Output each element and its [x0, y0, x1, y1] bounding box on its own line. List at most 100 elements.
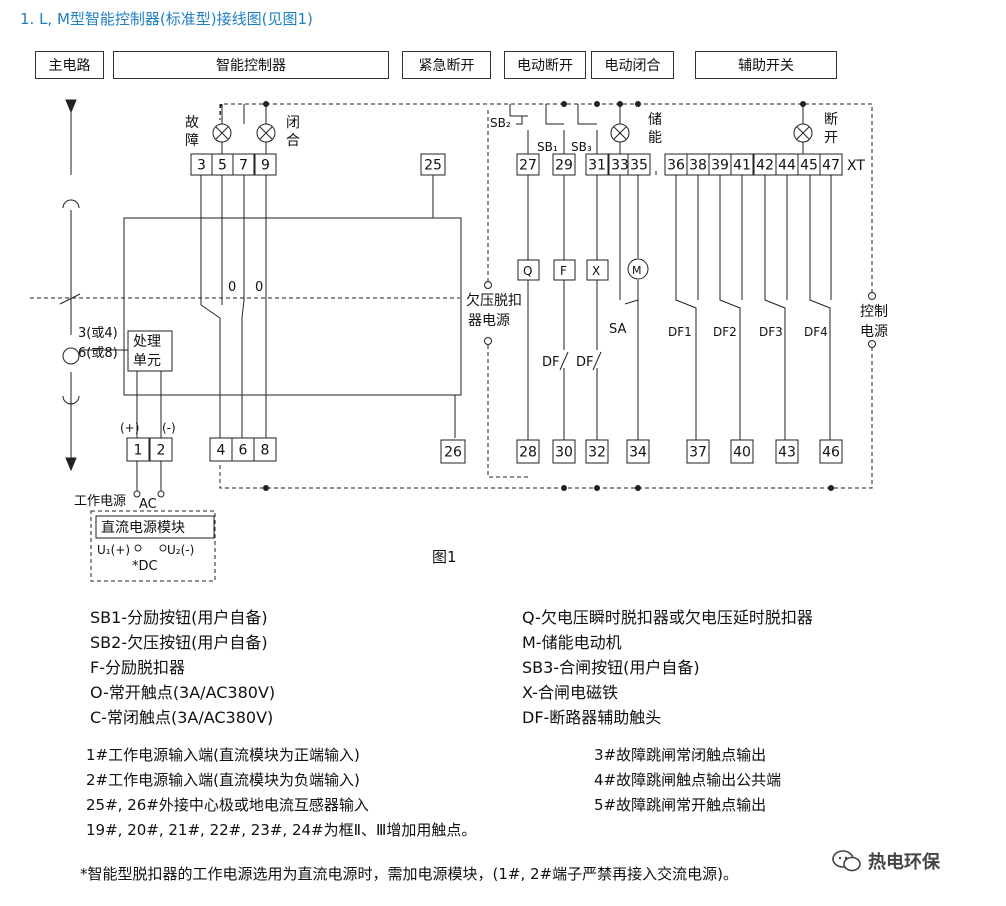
label-close-1: 闭: [286, 115, 300, 131]
label-df4: DF4: [804, 325, 828, 339]
terminal-label-43: 43: [778, 445, 796, 461]
header-emergency-open: 紧急断开: [402, 51, 491, 79]
terminal-25: 25: [420, 153, 446, 176]
label-df3: DF3: [759, 325, 783, 339]
terminal-box-9: [254, 153, 277, 176]
header-electric-close: 电动闭合: [591, 51, 674, 79]
legend-right-0: Q-欠电压瞬时脱扣器或欠电压延时脱扣器: [522, 608, 813, 627]
terminal-label-30: 30: [555, 445, 573, 461]
dashed-links: [30, 103, 873, 582]
terminal-box-43: [775, 439, 799, 464]
terminal-label-31: 31: [588, 158, 606, 174]
terminal-box-32: [585, 439, 609, 464]
terminal-label-35: 35: [630, 158, 648, 174]
terminal-box-2: [149, 437, 173, 462]
terminal-box-28: [516, 439, 540, 464]
page-title: 1. L, M型智能控制器(标准型)接线图(见图1): [20, 10, 313, 28]
terminal-label-40: 40: [733, 445, 751, 461]
label-processing-1: 处理: [133, 334, 161, 350]
label-coil-x: X: [592, 264, 600, 278]
label-close-2: 合: [286, 133, 300, 149]
legend-left-3: O-常开触点(3A/AC380V): [90, 683, 276, 702]
label-control-2: 电源: [860, 324, 888, 340]
current-transformer-icon: [62, 347, 80, 365]
terminal-label-5: 5: [218, 158, 227, 174]
label-xt: XT: [847, 158, 865, 174]
label-df-1: DF: [542, 355, 560, 370]
legend-left-2: F-分励脱扣器: [90, 658, 185, 677]
terminal-label-27: 27: [519, 158, 537, 174]
label-u2: U₂(-): [167, 543, 194, 557]
label-ac: AC: [139, 497, 157, 512]
terminal-box-37: [686, 439, 710, 464]
controller-body: [123, 217, 462, 396]
dc-module-box: [95, 515, 215, 539]
terminal-label-44: 44: [778, 158, 796, 174]
label-uv-supply-1: 欠压脱扣: [466, 293, 522, 309]
terminal-label-38: 38: [689, 158, 707, 174]
terminal-box-25: [420, 153, 446, 176]
note-right-1: 4#故障跳闸触点输出公共端: [594, 771, 782, 789]
terminal-label-26: 26: [444, 445, 462, 461]
terminal-box-41: [730, 153, 754, 176]
label-open-1: 断: [824, 112, 838, 128]
note-left-2: 25#, 26#外接中心极或地电流互感器输入: [86, 796, 369, 814]
terminal-label-47: 47: [822, 158, 840, 174]
terminal-label-6: 6: [239, 443, 248, 459]
header-electric-open: 电动断开: [504, 51, 586, 79]
label-df2: DF2: [713, 325, 737, 339]
label-coil-q: Q: [523, 264, 532, 278]
terminal-label-4: 4: [217, 443, 226, 459]
terminal-label-33: 33: [611, 158, 629, 174]
terminal-label-28: 28: [519, 445, 537, 461]
label-energy-2: 能: [648, 130, 662, 146]
terminal-label-8: 8: [261, 443, 270, 459]
legend-right-2: SB3-合闸按钮(用户自备): [522, 658, 700, 677]
label-zero-2: 0: [255, 280, 263, 295]
label-coil-f: F: [560, 264, 567, 278]
coil-boxes: [517, 258, 649, 281]
legend-right-1: M-储能电动机: [522, 633, 622, 652]
terminal-box-35: [627, 153, 651, 176]
legend-left-0: SB1-分励按钮(用户自备): [90, 608, 268, 627]
terminal-box-7: [232, 153, 255, 176]
label-df-2: DF: [576, 355, 594, 370]
figure-caption: 图1: [432, 548, 457, 566]
label-control-1: 控制: [860, 304, 888, 320]
terminal-box-46: [819, 439, 843, 464]
legend-left-4: C-常闭触点(3A/AC380V): [90, 708, 274, 727]
terminal-label-7: 7: [239, 158, 248, 174]
fault-lamp-icon: [212, 123, 232, 143]
terminal-box-34: [626, 439, 650, 464]
label-energy-1: 储: [648, 112, 662, 128]
terminal-label-29: 29: [555, 158, 573, 174]
legend-right-4: DF-断路器辅助触头: [522, 708, 662, 727]
energy-lamp-icon: [610, 123, 630, 143]
terminal-label-1: 1: [134, 443, 143, 459]
terminal-label-9: 9: [261, 158, 270, 174]
processing-unit-box: [127, 330, 173, 372]
terminal-label-46: 46: [822, 445, 840, 461]
terminal-label-45: 45: [800, 158, 818, 174]
label-minus: (-): [162, 421, 176, 435]
note-left-0: 1#工作电源输入端(直流模块为正端输入): [86, 746, 360, 764]
terminal-label-34: 34: [629, 445, 647, 461]
header-auxiliary-switch: 辅助开关: [695, 51, 837, 79]
note-left-1: 2#工作电源输入端(直流模块为负端输入): [86, 771, 360, 789]
label-zero-1: 0: [228, 280, 236, 295]
watermark-text: 热电环保: [868, 852, 940, 873]
terminal-label-2: 2: [157, 443, 166, 459]
header-smart-controller: 智能控制器: [113, 51, 389, 79]
terminal-box-8: [253, 437, 277, 462]
footnote: *智能型脱扣器的工作电源选用为直流电源时，需加电源模块，(1#, 2#端子严禁再…: [80, 865, 738, 883]
aux-contacts: [655, 171, 832, 440]
junction-dots: [263, 101, 834, 491]
legend-right-3: X-合闸电磁铁: [522, 683, 618, 702]
label-open-2: 开: [824, 130, 838, 146]
terminal-label-41: 41: [733, 158, 751, 174]
